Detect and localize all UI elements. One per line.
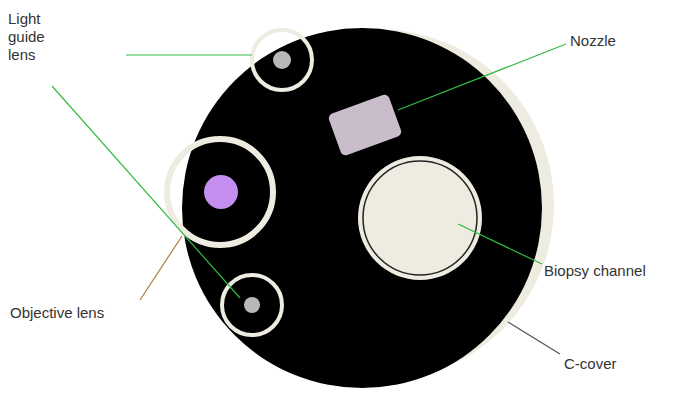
biopsy-channel-rim <box>363 161 477 275</box>
part-label: Light guide lens <box>8 10 70 64</box>
leader-line <box>398 44 566 110</box>
light-guide-ring <box>252 30 312 90</box>
part-label: Nozzle <box>570 32 690 50</box>
leader-line <box>52 86 240 298</box>
part-label: C-cover <box>564 355 684 373</box>
light-guide-lens <box>273 51 291 69</box>
biopsy-channel <box>358 156 482 280</box>
light-guide-lens <box>244 297 260 313</box>
leader-line <box>126 54 252 55</box>
nozzle <box>327 93 402 156</box>
leader-line <box>458 224 542 264</box>
objective-lens <box>204 175 238 209</box>
objective-ring <box>167 139 273 245</box>
distal-end <box>182 28 542 388</box>
part-label: Biopsy channel <box>544 262 694 280</box>
light-guide-ring <box>222 275 282 335</box>
part-label: Objective lens <box>10 304 160 322</box>
leader-line <box>140 236 182 300</box>
leader-line <box>508 322 560 354</box>
